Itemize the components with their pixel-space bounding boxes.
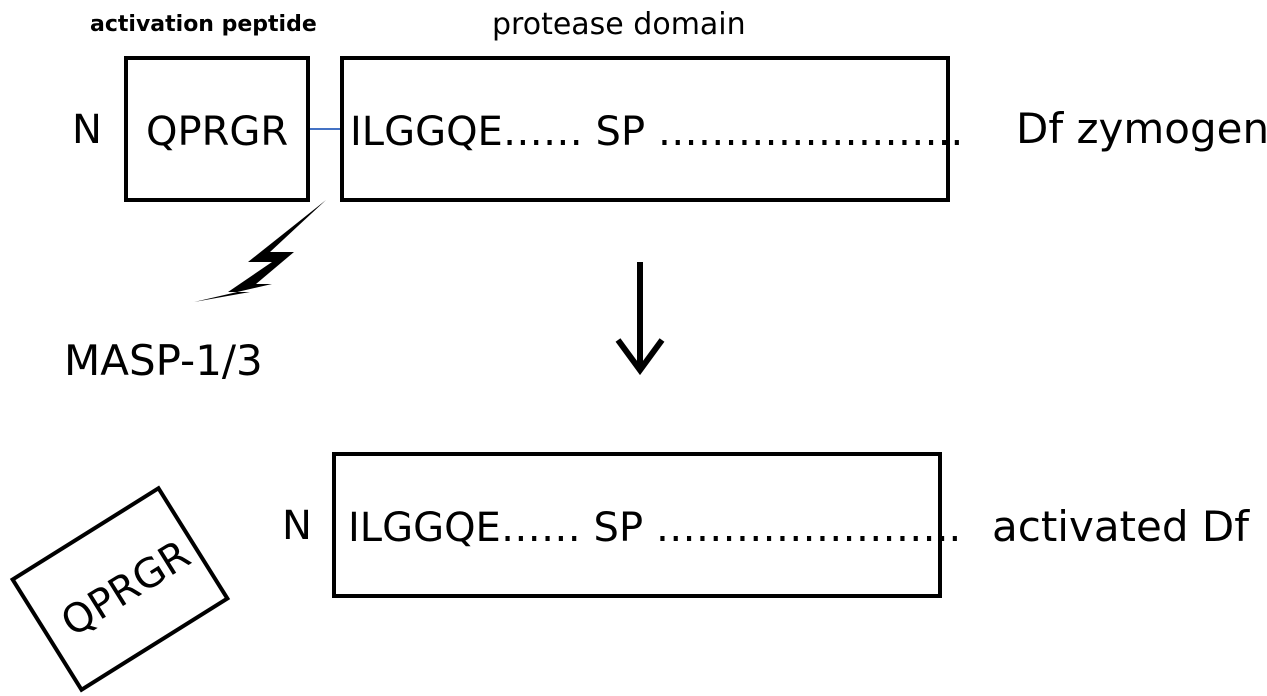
activated-n-terminus: N xyxy=(282,503,312,549)
protease-domain-header: protease domain xyxy=(492,7,746,42)
activation-peptide-sequence: QPRGR xyxy=(146,109,289,155)
conversion-arrow-head xyxy=(615,338,665,376)
masp-enzyme-label: MASP-1/3 xyxy=(64,336,263,385)
activated-protease-sequence: ILGGQE…… SP ………………….. xyxy=(348,505,962,551)
zymogen-name: Df zymogen xyxy=(1016,104,1267,153)
zymogen-n-terminus: N xyxy=(72,107,102,153)
cleavage-lightning-icon xyxy=(194,200,326,302)
released-peptide-sequence: QPRGR xyxy=(53,531,199,647)
activated-name: activated Df xyxy=(992,502,1250,551)
activation-peptide-header: activation peptide xyxy=(90,12,317,37)
activation-peptide-box: QPRGR xyxy=(124,56,310,202)
zymogen-protease-domain-box: ILGGQE…… SP ………………….. xyxy=(340,56,963,202)
zymogen-protease-sequence: ILGGQE…… SP ………………….. xyxy=(350,109,964,155)
activated-protease-domain-box: ILGGQE…… SP ………………….. xyxy=(332,452,961,598)
